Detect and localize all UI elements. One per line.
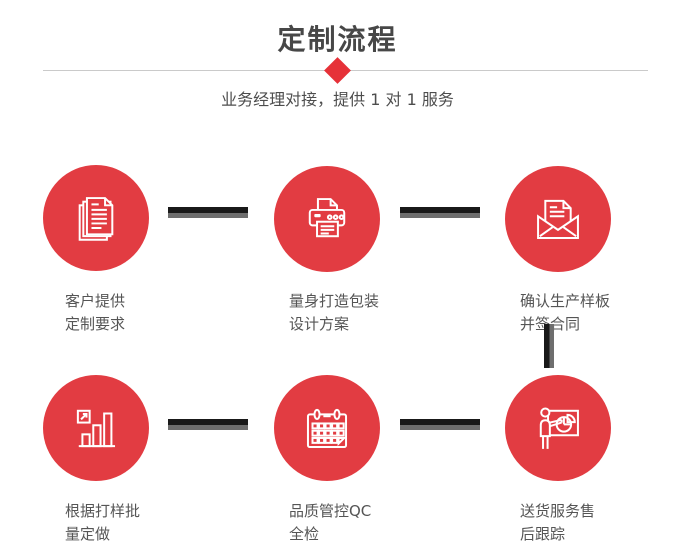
step-label-line1: 确认生产样板	[520, 292, 611, 310]
step-label-line2: 量定做	[65, 525, 111, 543]
step-label-line2: 定制要求	[65, 315, 126, 333]
step-label: 送货服务售 后跟踪	[520, 500, 595, 546]
connector-step4-step5	[168, 419, 248, 430]
step-label-line1: 客户提供	[65, 292, 126, 310]
documents-icon	[78, 197, 114, 241]
step-label-line1: 送货服务售	[520, 502, 596, 520]
connector-step2-step3	[400, 207, 480, 218]
step-label-line2: 后跟踪	[520, 525, 566, 543]
step-circle-quality-control	[274, 375, 380, 481]
envelope-icon	[537, 199, 579, 240]
step-circle-customer-requirements	[43, 165, 149, 271]
connector-step5-step6	[400, 419, 480, 430]
calendar-icon	[306, 408, 348, 449]
step-label-line2: 设计方案	[289, 315, 350, 333]
section-subtitle: 业务经理对接，提供 1 对 1 服务	[221, 90, 454, 109]
step-circle-packaging-design	[274, 166, 380, 272]
connector-step1-step2	[168, 207, 248, 218]
step-label-line1: 根据打样批	[65, 502, 141, 520]
diamond-icon	[324, 57, 351, 84]
step-label: 客户提供 定制要求	[65, 290, 125, 336]
step-circle-delivery-tracking	[505, 375, 611, 481]
presentation-icon	[539, 407, 579, 449]
step-label: 品质管控QC 全检	[289, 500, 371, 546]
step-label: 确认生产样板 并签合同	[520, 290, 610, 336]
bar-chart-icon	[76, 409, 116, 448]
page-title: 定制流程	[277, 23, 398, 56]
step-circle-batch-production	[43, 375, 149, 481]
step-label-line1: 品质管控QC	[289, 502, 372, 520]
connector-step3-step6-vertical	[544, 324, 554, 368]
step-circle-sample-contract	[505, 166, 611, 272]
printer-icon	[308, 198, 346, 238]
step-label: 量身打造包装 设计方案	[289, 290, 379, 336]
step-label-line2: 全检	[289, 525, 320, 543]
step-label-line1: 量身打造包装	[289, 292, 380, 310]
step-label: 根据打样批 量定做	[65, 500, 140, 546]
